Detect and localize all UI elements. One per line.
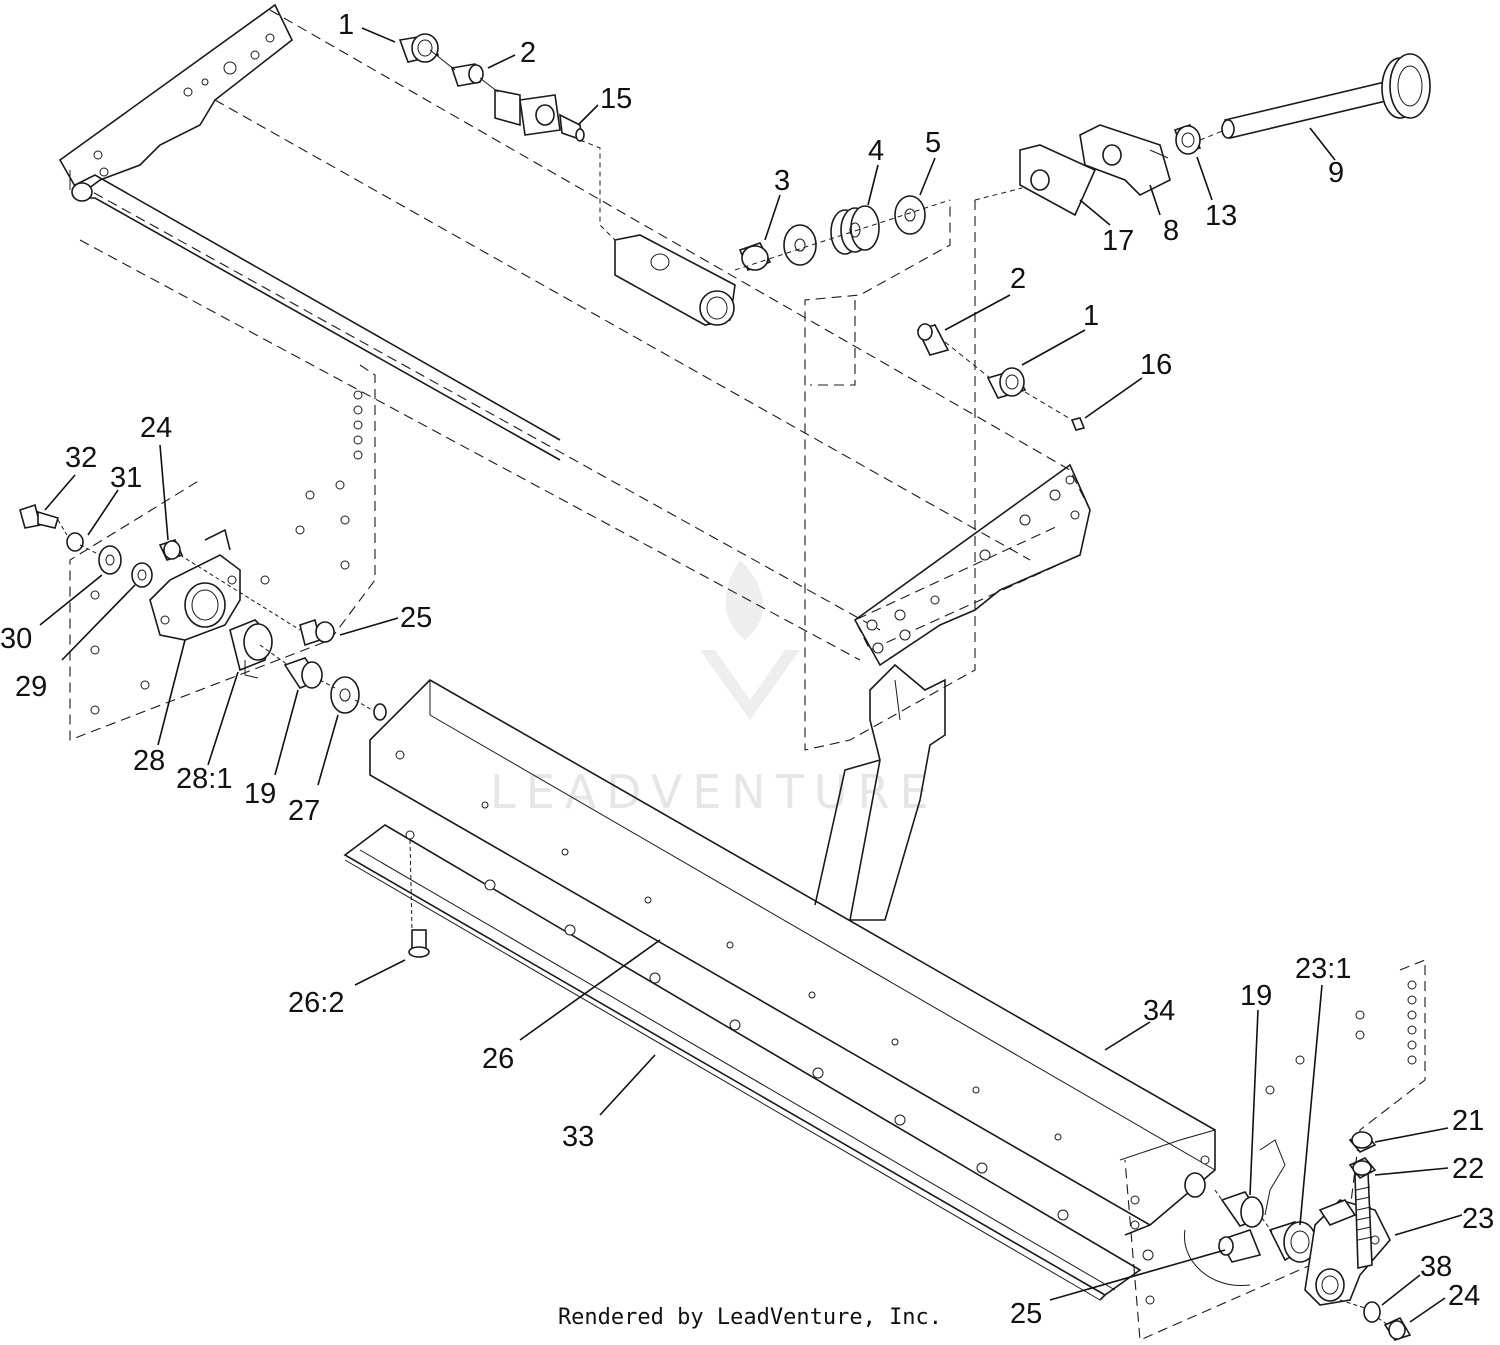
callout-26-2: 26:2 — [288, 987, 344, 1019]
callout-1-mid: 1 — [1083, 300, 1099, 332]
bedknife-screw — [408, 839, 430, 958]
upper-frame — [58, 3, 1091, 667]
callout-2-mid: 2 — [1010, 263, 1026, 295]
right-hardware — [1183, 1131, 1412, 1341]
callout-25-right: 25 — [1010, 1298, 1042, 1330]
callout-9: 9 — [1328, 157, 1344, 189]
callout-32: 32 — [65, 442, 97, 474]
callout-34: 34 — [1143, 995, 1175, 1027]
callout-26: 26 — [482, 1043, 514, 1075]
callout-30: 30 — [0, 623, 32, 655]
leader-lines — [39, 27, 1463, 1323]
watermark: LEADVENTURE — [490, 560, 929, 819]
callout-17: 17 — [1102, 225, 1134, 257]
callout-19-left: 19 — [244, 778, 276, 810]
callout-2-top: 2 — [520, 37, 536, 69]
callout-28-1: 28:1 — [176, 763, 232, 795]
callout-27: 27 — [288, 795, 320, 827]
callout-23-1: 23:1 — [1295, 953, 1351, 985]
callout-8: 8 — [1163, 215, 1179, 247]
callout-24-right: 24 — [1448, 1280, 1480, 1312]
callout-33: 33 — [562, 1121, 594, 1153]
callout-19-right: 19 — [1240, 980, 1272, 1012]
callout-22: 22 — [1452, 1153, 1484, 1185]
left-side-plate — [69, 364, 376, 741]
callout-15: 15 — [600, 83, 632, 115]
callout-28: 28 — [133, 745, 165, 777]
callout-23: 23 — [1462, 1203, 1494, 1235]
callout-4: 4 — [868, 135, 884, 167]
callout-13: 13 — [1205, 200, 1237, 232]
callout-labels: 1 2 15 3 4 5 9 13 8 17 2 1 16 24 32 31 3… — [0, 9, 1494, 1330]
callout-3: 3 — [774, 165, 790, 197]
callout-25-left: 25 — [400, 602, 432, 634]
top-hardware — [398, 33, 1431, 431]
callout-31: 31 — [110, 462, 142, 494]
left-hardware — [19, 503, 373, 714]
right-side-plate — [1124, 959, 1426, 1341]
callout-1-top: 1 — [338, 9, 354, 41]
side-panel — [804, 200, 976, 751]
support-bracket — [814, 663, 946, 921]
callout-16: 16 — [1140, 349, 1172, 381]
callout-38: 38 — [1420, 1251, 1452, 1283]
callout-29: 29 — [15, 671, 47, 703]
callout-24-left: 24 — [140, 412, 172, 444]
callout-21: 21 — [1452, 1105, 1484, 1137]
bedknife — [343, 801, 1154, 1301]
footer-credit: Rendered by LeadVenture, Inc. — [557, 1305, 943, 1330]
bedbar — [369, 679, 1216, 1236]
callout-5: 5 — [925, 127, 941, 159]
